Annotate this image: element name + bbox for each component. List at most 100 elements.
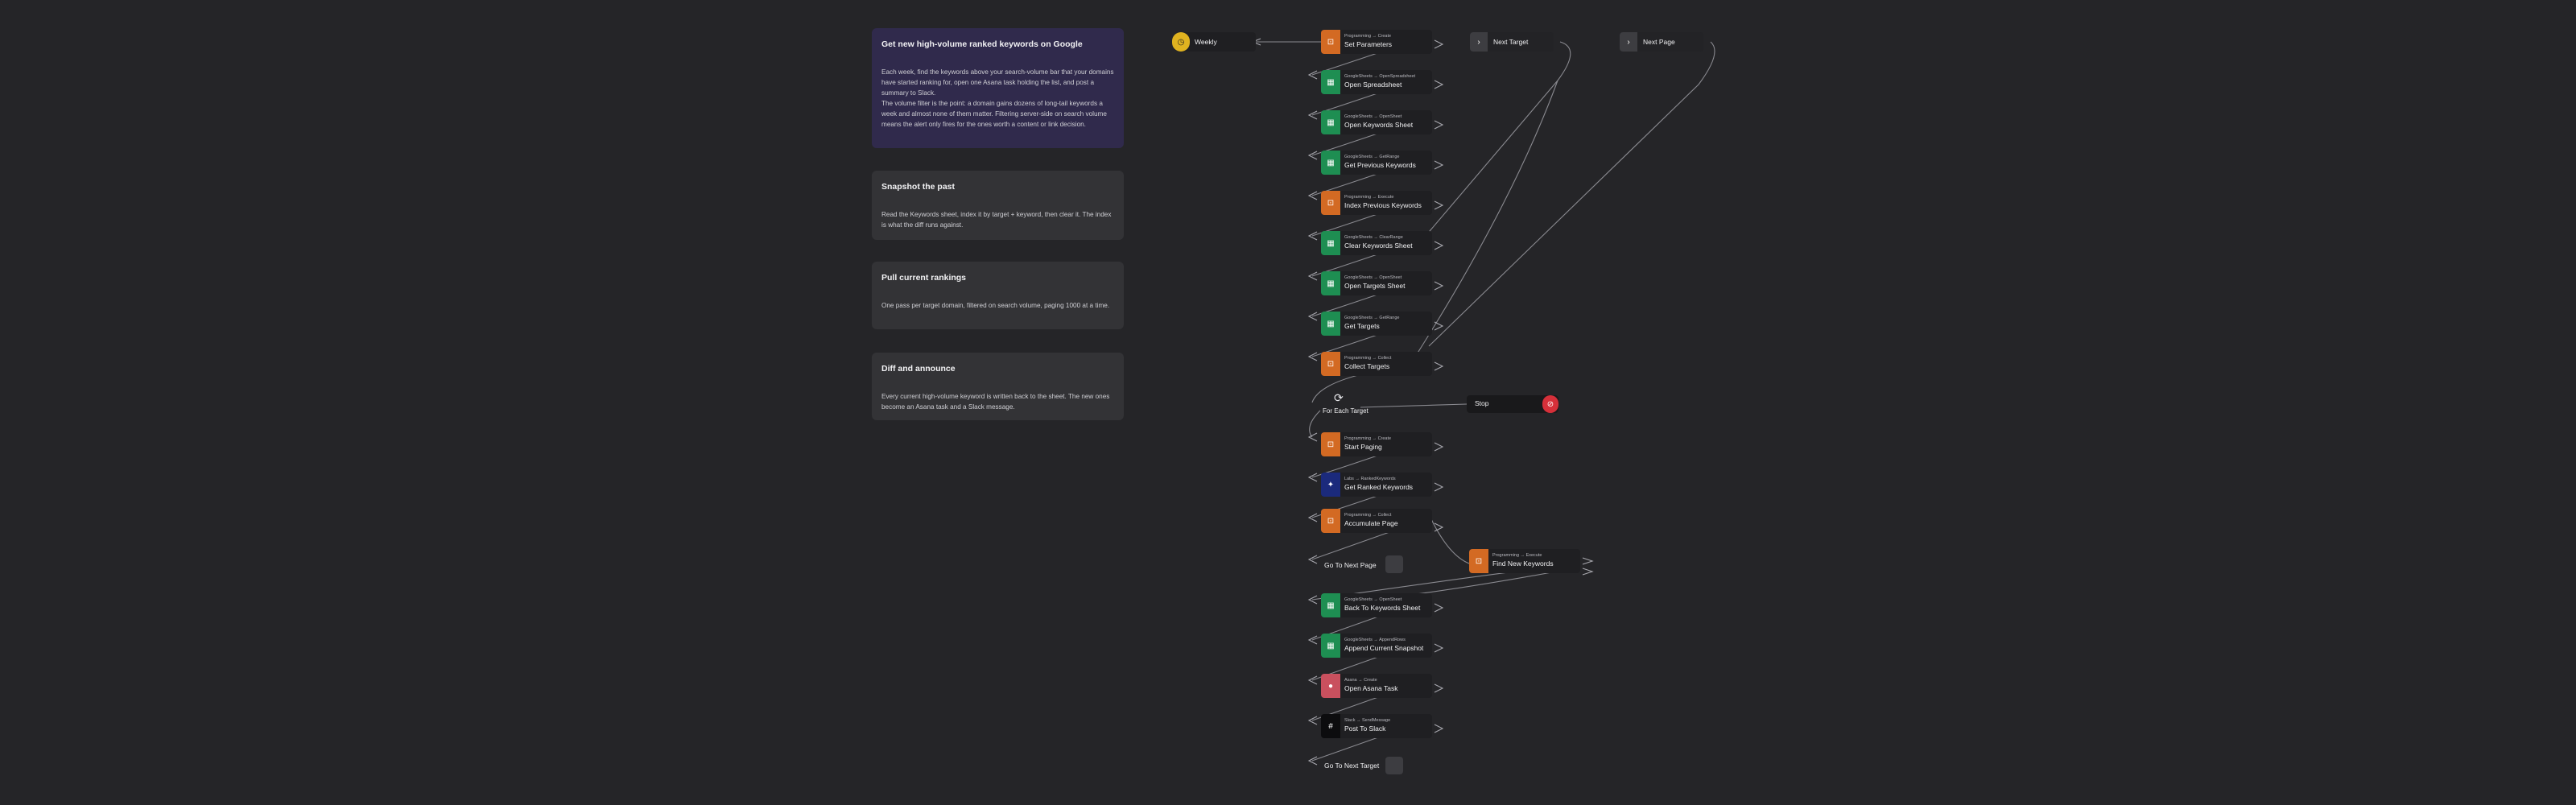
sticky-note-diff[interactable]: Diff and announce Every current high-vol… [872,353,1124,420]
node-title: Get Ranked Keywords [1344,483,1414,491]
loop-icon: ⟳ [1334,391,1344,404]
code-icon: ⊡ [1321,509,1340,533]
node-subtitle: GoogleSheets → ClearRange [1344,235,1403,240]
node-title: Set Parameters [1344,40,1393,48]
node-subtitle: Programming → Create [1344,34,1392,39]
label-icon: › [1470,32,1488,52]
node-title: Accumulate Page [1344,519,1398,527]
node-back-to-keywords-sheet[interactable]: ▦ GoogleSheets → OpenSheet Back To Keywo… [1321,593,1432,617]
asana-icon: ● [1321,674,1340,698]
sticky-note-snapshot[interactable]: Snapshot the past Read the Keywords shee… [872,171,1124,240]
code-icon: ⊡ [1321,191,1340,215]
node-title: Get Previous Keywords [1344,161,1416,169]
node-go-to-next-target-label[interactable]: Go To Next Target [1324,762,1380,770]
node-open-asana-task[interactable]: ● Asana → Create Open Asana Task [1321,674,1432,698]
node-subtitle: Programming → Execute [1344,195,1394,200]
sheets-icon: ▦ [1321,593,1340,617]
node-subtitle: Asana → Create [1344,678,1377,683]
node-title: Append Current Snapshot [1344,644,1424,652]
node-title: Get Targets [1344,322,1380,330]
wire [1360,403,1468,408]
sheets-icon: ▦ [1321,151,1340,175]
node-subtitle: Slack → SendMessage [1344,718,1391,723]
node-subtitle: Programming → Execute [1492,553,1542,558]
node-get-ranked-keywords[interactable]: ✦ Labs → RankedKeywords Get Ranked Keywo… [1321,473,1432,497]
goto-icon[interactable] [1385,555,1403,573]
node-subtitle: Programming → Collect [1344,356,1392,361]
node-title: For Each Target [1323,407,1368,415]
node-subtitle: GoogleSheets → OpenSheet [1344,597,1402,602]
node-next-target[interactable]: › Next Target [1470,32,1554,52]
node-set-parameters[interactable]: ⊡ Programming → Create Set Parameters [1321,30,1432,54]
node-next-page[interactable]: › Next Page [1620,32,1703,52]
wire-next-page [1428,41,1715,347]
node-weekly[interactable]: ◷ Weekly [1172,32,1256,52]
node-open-spreadsheet[interactable]: ▦ GoogleSheets → OpenSpreadsheet Open Sp… [1321,70,1432,94]
note-title: Get new high-volume ranked keywords on G… [881,39,1083,49]
sheets-icon: ▦ [1321,231,1340,255]
node-index-previous-keywords[interactable]: ⊡ Programming → Execute Index Previous K… [1321,191,1432,215]
label-icon: › [1620,32,1637,52]
note-body: Every current high-volume keyword is wri… [881,393,1110,411]
node-title: Back To Keywords Sheet [1344,604,1421,612]
sticky-note-overview[interactable]: Get new high-volume ranked keywords on G… [872,28,1124,148]
node-title: Clear Keywords Sheet [1344,242,1413,250]
node-collect-targets[interactable]: ⊡ Programming → Collect Collect Targets [1321,352,1432,376]
node-find-new-keywords[interactable]: ⊡ Programming → Execute Find New Keyword… [1469,549,1580,573]
code-icon: ⊡ [1321,30,1340,54]
node-title: Open Targets Sheet [1344,282,1406,290]
node-title: Find New Keywords [1492,559,1554,568]
clock-icon: ◷ [1172,32,1190,52]
node-get-previous-keywords[interactable]: ▦ GoogleSheets → GetRange Get Previous K… [1321,151,1432,175]
note-title: Diff and announce [881,364,956,374]
node-append-current-snapshot[interactable]: ▦ GoogleSheets → AppendRows Append Curre… [1321,634,1432,658]
node-stop[interactable]: Stop ⊘ [1467,395,1558,413]
node-subtitle: Programming → Collect [1344,513,1392,518]
wire-next-target-2 [1416,80,1558,355]
node-start-paging[interactable]: ⊡ Programming → Create Start Paging [1321,432,1432,456]
code-icon: ⊡ [1321,432,1340,456]
code-icon: ⊡ [1469,549,1488,573]
slack-icon: # [1321,714,1340,738]
node-title: Start Paging [1344,443,1382,451]
node-title: Collect Targets [1344,362,1390,370]
node-go-to-next-page-label[interactable]: Go To Next Page [1324,561,1377,569]
node-subtitle: GoogleSheets → OpenSheet [1344,275,1402,280]
node-subtitle: GoogleSheets → GetRange [1344,155,1400,159]
stop-icon: ⊘ [1542,395,1558,413]
node-subtitle: GoogleSheets → GetRange [1344,316,1400,320]
wire [1430,518,1470,564]
note-body: One pass per target domain, filtered on … [881,302,1110,309]
node-title: Open Asana Task [1344,684,1398,692]
sticky-note-pull-rankings[interactable]: Pull current rankings One pass per targe… [872,262,1124,329]
sheets-icon: ▦ [1321,70,1340,94]
node-accumulate-page[interactable]: ⊡ Programming → Collect Accumulate Page [1321,509,1432,533]
node-clear-keywords-sheet[interactable]: ▦ GoogleSheets → ClearRange Clear Keywor… [1321,231,1432,255]
note-title: Pull current rankings [881,273,967,283]
dataforseo-icon: ✦ [1321,473,1340,497]
note-body: Read the Keywords sheet, index it by tar… [881,211,1112,229]
goto-icon[interactable] [1385,757,1403,774]
node-title: Post To Slack [1344,724,1386,733]
sheets-icon: ▦ [1321,312,1340,336]
node-title: Open Spreadsheet [1344,80,1402,89]
note-body: Each week, find the keywords above your … [881,68,1114,97]
node-open-keywords-sheet[interactable]: ▦ GoogleSheets → OpenSheet Open Keywords… [1321,110,1432,134]
sheets-icon: ▦ [1321,271,1340,295]
node-for-each-target[interactable]: ⟳ For Each Target [1321,390,1368,415]
code-icon: ⊡ [1321,352,1340,376]
wire-next-target [1420,41,1571,242]
node-open-targets-sheet[interactable]: ▦ GoogleSheets → OpenSheet Open Targets … [1321,271,1432,295]
note-title: Snapshot the past [881,182,956,192]
wire [1309,410,1321,438]
node-post-to-slack[interactable]: # Slack → SendMessage Post To Slack [1321,714,1432,738]
sheets-icon: ▦ [1321,110,1340,134]
node-title: Index Previous Keywords [1344,201,1422,209]
node-subtitle: GoogleSheets → OpenSheet [1344,114,1402,119]
note-body-2: The volume filter is the point: a domain… [881,100,1107,128]
node-title: Next Page [1643,38,1675,46]
node-subtitle: GoogleSheets → AppendRows [1344,638,1406,642]
node-title: Weekly [1195,38,1217,46]
node-subtitle: GoogleSheets → OpenSpreadsheet [1344,74,1416,79]
node-get-targets[interactable]: ▦ GoogleSheets → GetRange Get Targets [1321,312,1432,336]
